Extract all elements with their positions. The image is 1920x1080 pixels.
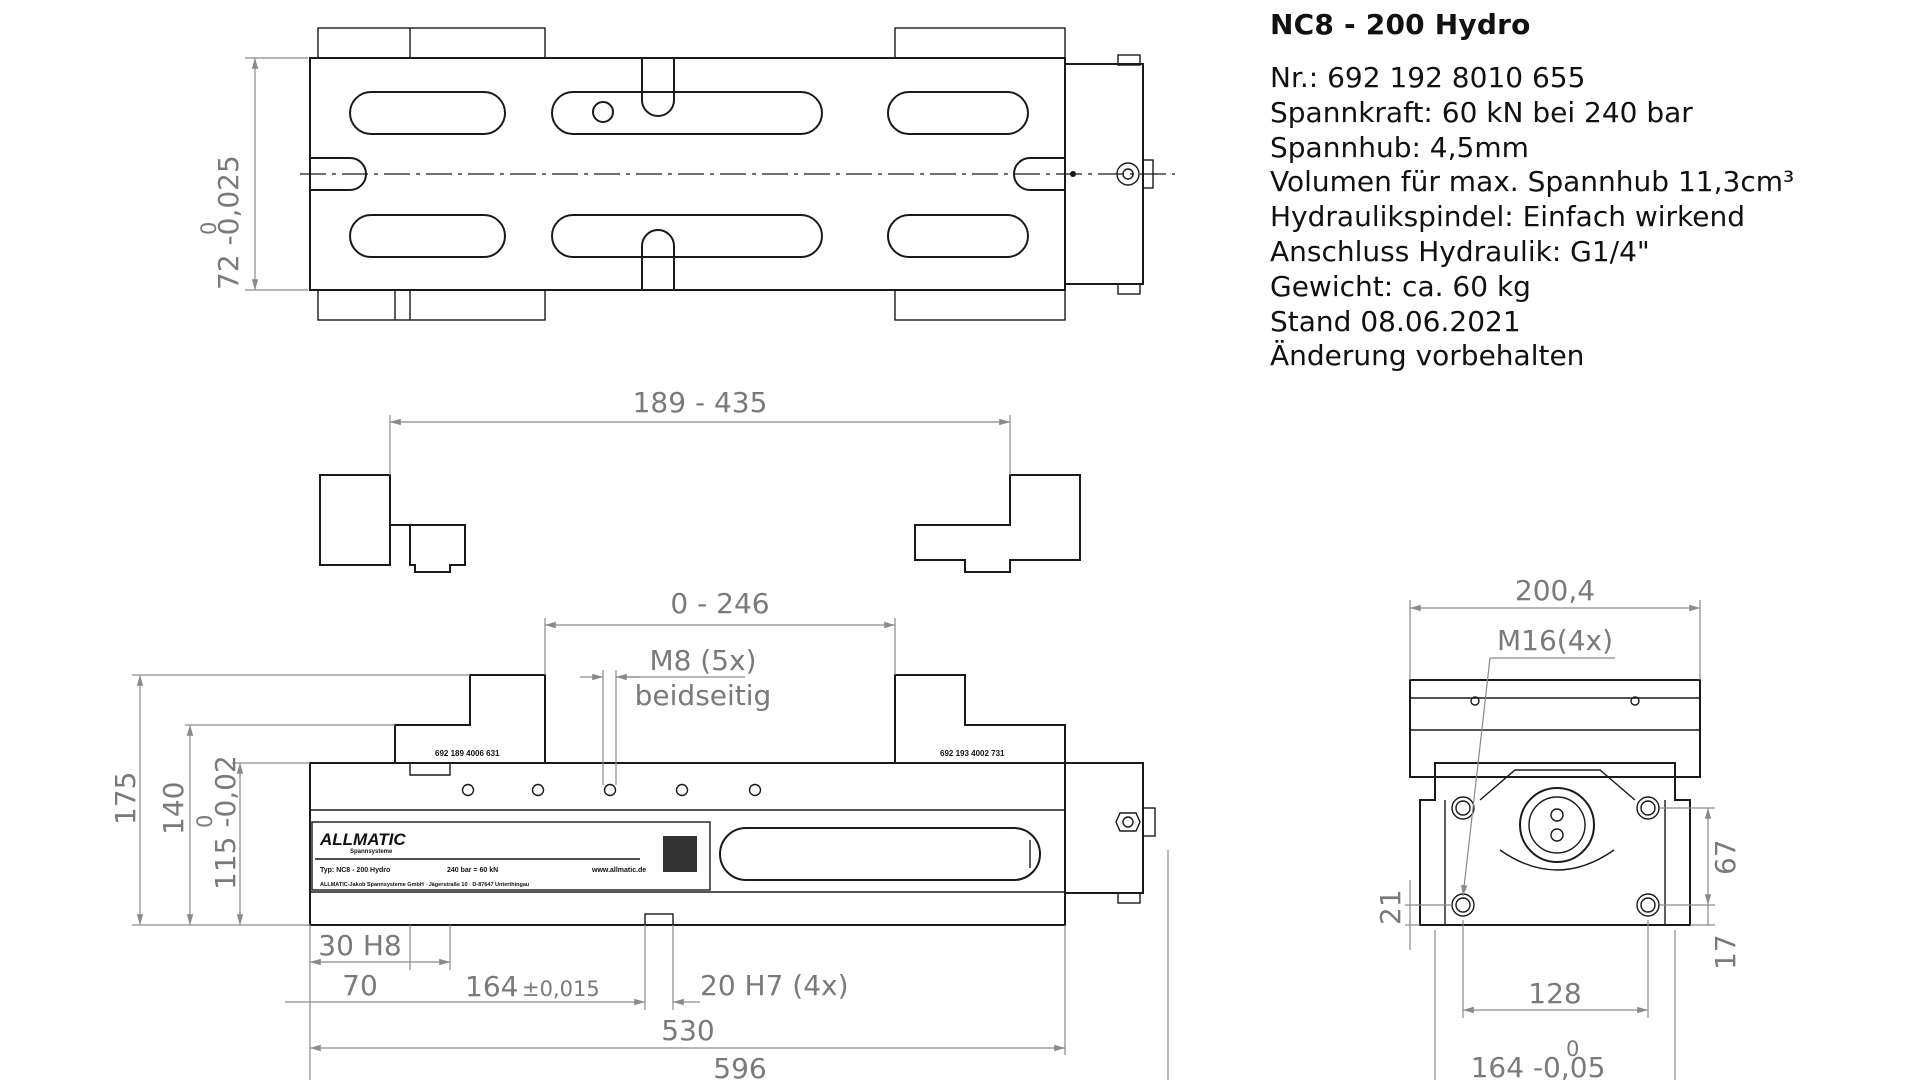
jaw-end bbox=[1409, 679, 1701, 778]
hole-spacing: 128 bbox=[1528, 977, 1581, 1010]
top-width-dimension: 72 -0,025 bbox=[212, 155, 245, 290]
spec-line: Spannhub: 4,5mm bbox=[1270, 130, 1529, 164]
label-brand: ALLMATIC bbox=[319, 830, 406, 849]
label-rating: 240 bar = 60 kN bbox=[447, 867, 498, 874]
label-type: Typ: NC8 - 200 Hydro bbox=[320, 867, 390, 874]
qr-code bbox=[663, 836, 697, 872]
total-length: 596 bbox=[713, 1052, 766, 1080]
jaw-top-outline bbox=[317, 27, 546, 59]
jaw-span-dimension: 189 - 435 bbox=[633, 386, 768, 419]
label-brand-sub: Spannsysteme bbox=[350, 849, 393, 855]
fit-dimension: 30 H8 bbox=[318, 929, 401, 962]
end-width-dimension: 200,4 bbox=[1515, 574, 1595, 607]
end-view: 200,4 M16(4x) 67 17 21 128 0 164 -0,05 bbox=[1374, 574, 1742, 1080]
spec-line: Volumen für max. Spannhub 11,3cm³ bbox=[1270, 165, 1795, 199]
jaw-left bbox=[319, 474, 466, 573]
jaw-left-number: 692 189 4006 631 bbox=[435, 749, 500, 758]
end-thread-dimension: M16(4x) bbox=[1497, 624, 1613, 657]
height-body: 115 -0,02 bbox=[209, 755, 242, 890]
side-view: 692 189 4006 631 692 193 4002 731 ALLMAT… bbox=[109, 587, 1169, 1080]
thread-note: beidseitig bbox=[635, 679, 772, 712]
top-width-tolerance: 0 bbox=[197, 222, 221, 235]
spec-line: Spannkraft: 60 kN bei 240 bar bbox=[1270, 95, 1693, 129]
spec-line: Anschluss Hydraulik: G1/4" bbox=[1270, 234, 1650, 268]
spindle-housing-side bbox=[1064, 762, 1144, 894]
spindle-end bbox=[1519, 787, 1595, 863]
height-jaw: 140 bbox=[157, 782, 190, 835]
end-right-low: 17 bbox=[1709, 934, 1742, 970]
spec-line: Stand 08.06.2021 bbox=[1270, 304, 1521, 338]
spec-line: Nr.: 692 192 8010 655 bbox=[1270, 61, 1586, 94]
jaws-view: 189 - 435 bbox=[319, 386, 1081, 573]
product-title: NC8 - 200 Hydro bbox=[1270, 8, 1531, 41]
label-company: ALLMATIC-Jakob Spannsysteme GmbH · Jäger… bbox=[320, 882, 529, 888]
sight-window bbox=[719, 827, 1041, 881]
base-length: 530 bbox=[661, 1014, 714, 1047]
height-body-tolerance: 0 bbox=[193, 815, 217, 828]
jaw-right-number: 692 193 4002 731 bbox=[940, 749, 1005, 758]
key-dimension: 20 H7 (4x) bbox=[700, 969, 849, 1002]
thread-dimension: M8 (5x) bbox=[649, 644, 756, 677]
spec-line: Hydraulikspindel: Einfach wirkend bbox=[1270, 200, 1746, 234]
pitch-dimension: 164 bbox=[465, 970, 518, 1003]
end-left-height: 21 bbox=[1374, 889, 1407, 925]
spec-line: Gewicht: ca. 60 kg bbox=[1270, 269, 1531, 303]
opening-dimension: 0 - 246 bbox=[670, 587, 769, 620]
offset-dimension: 70 bbox=[342, 969, 378, 1002]
base-width-tolerance: 0 bbox=[1566, 1037, 1579, 1061]
top-view: 0 72 -0,025 bbox=[197, 27, 1175, 321]
type-label bbox=[311, 821, 711, 891]
label-web: www.allmatic.de bbox=[591, 867, 646, 874]
base-width: 164 -0,05 bbox=[1471, 1051, 1606, 1080]
jaw-right bbox=[914, 474, 1081, 573]
end-right-height: 67 bbox=[1709, 839, 1742, 875]
spec-panel: NC8 - 200 Hydro Nr.: 692 192 8010 655 Sp… bbox=[1270, 8, 1910, 374]
pitch-tolerance: ±0,015 bbox=[522, 977, 600, 1001]
spec-line: Änderung vorbehalten bbox=[1270, 339, 1585, 373]
height-total: 175 bbox=[109, 772, 142, 825]
